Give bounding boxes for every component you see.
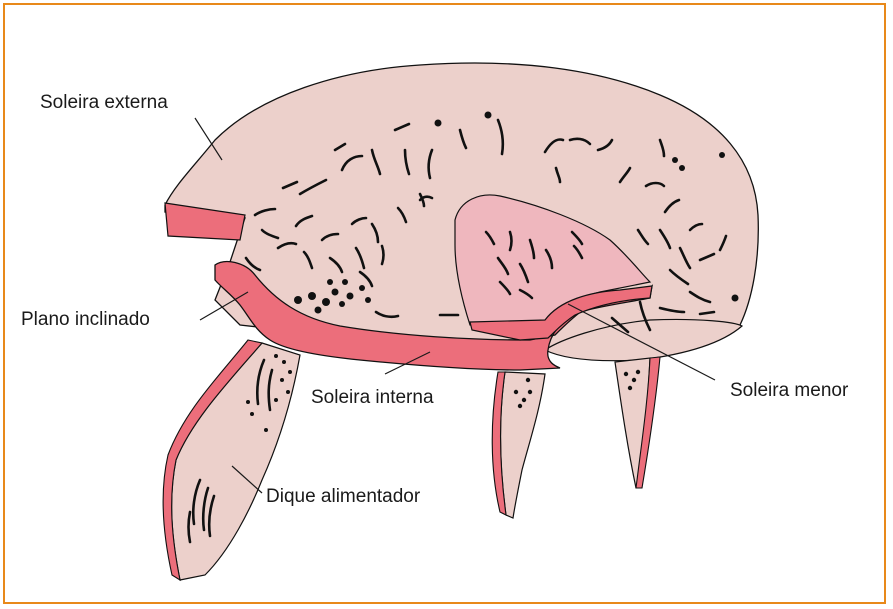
label-soleira-externa: Soleira externa bbox=[40, 93, 168, 112]
label-soleira-menor: Soleira menor bbox=[730, 381, 848, 400]
label-dique-alimentador: Dique alimentador bbox=[266, 487, 420, 506]
label-plano-inclinado: Plano inclinado bbox=[21, 310, 150, 329]
label-soleira-interna: Soleira interna bbox=[311, 388, 434, 407]
dike-middle bbox=[501, 372, 545, 518]
